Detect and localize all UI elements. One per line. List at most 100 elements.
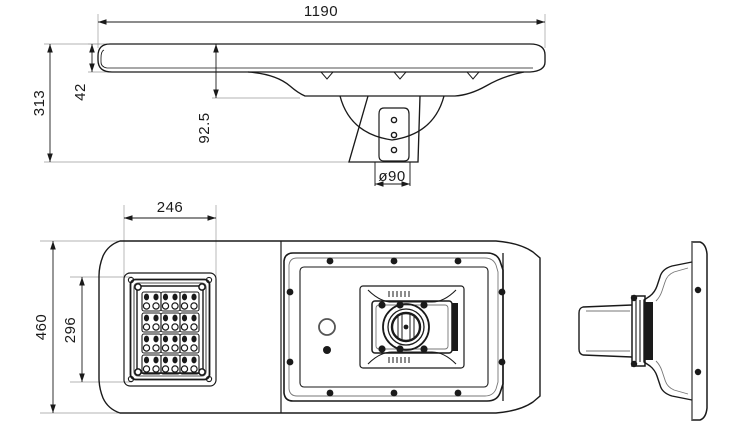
- side-body-outline: [97, 43, 546, 73]
- dimension-460-label: 460: [33, 314, 50, 341]
- led-module: [179, 312, 200, 333]
- clamp-hatch-top: [388, 291, 410, 297]
- led-module-assembly: [123, 272, 217, 387]
- dimension-296: 296: [62, 277, 85, 382]
- led-gasket-frame: [123, 272, 217, 387]
- side-bracket-plate: [378, 107, 410, 162]
- dimension-296-label: 296: [62, 317, 79, 344]
- end-clamp-bolt-bottom: [630, 360, 638, 368]
- gasket-screw-top-1: [326, 257, 334, 265]
- gasket-screw-top-3: [454, 257, 462, 265]
- pole-bore-inner: [390, 311, 422, 343]
- side-housing-clips: [319, 71, 481, 80]
- gear-bay-assembly: [283, 252, 506, 402]
- housing-clip-3: [465, 71, 481, 80]
- clamp-bolt-br: [420, 345, 428, 353]
- dimension-460: 460: [33, 241, 56, 413]
- side-screw-r1: [498, 288, 506, 296]
- led-plate-outer: [129, 278, 211, 381]
- housing-clip-2: [392, 71, 408, 80]
- led-module: [160, 291, 181, 312]
- dimension-313-label: 313: [31, 90, 48, 117]
- end-housing-profile: [643, 261, 693, 401]
- led-module: [179, 354, 200, 375]
- gasket-screw-bottom-2: [390, 389, 398, 397]
- side-screws: [286, 288, 506, 366]
- end-housing-offset: [655, 267, 689, 395]
- side-screw-l2: [286, 358, 294, 366]
- bracket-bolt-hole-3: [390, 146, 398, 154]
- pole-mount-top-fillet: [367, 289, 457, 303]
- dimension-313: 313: [31, 44, 53, 162]
- led-module: [160, 312, 181, 333]
- pole-bore-center: [403, 324, 409, 330]
- gasket-screw-bottom-3: [454, 389, 462, 397]
- bracket-bolt-hole-1: [390, 116, 398, 124]
- pole-bore-outer: [382, 303, 430, 351]
- gear-bay-inner-offset: [288, 257, 499, 397]
- dimension-246-label: 246: [157, 199, 184, 216]
- dimension-1190-label: 1190: [304, 3, 338, 20]
- drain-dot: [323, 346, 331, 354]
- led-module: [179, 333, 200, 354]
- gear-bay-outer: [283, 252, 504, 402]
- end-elevation-view: [578, 241, 708, 421]
- led-plate-mid: [133, 282, 207, 377]
- end-clamp-bar: [645, 302, 653, 360]
- clamp-side-slot: [452, 303, 458, 351]
- led-plate-inner: [136, 285, 204, 374]
- side-elevation-view: 1190 313 42 92.5 ø90: [31, 3, 546, 187]
- bottom-plan-view: 246 460 296: [33, 199, 541, 414]
- pole-mount-bracket: [359, 285, 465, 369]
- led-module: [141, 312, 162, 333]
- end-rear-slab: [691, 241, 708, 421]
- gasket-screws-bottom: [326, 389, 462, 397]
- housing-clip-1: [319, 71, 335, 80]
- end-clamp-hatch: [635, 300, 641, 362]
- side-pole-entry-lines: [374, 162, 411, 186]
- pole-bore-hatch: [397, 314, 415, 340]
- side-screw-r2: [498, 358, 506, 366]
- dimension-246: 246: [124, 199, 216, 221]
- gasket-screws-top: [326, 257, 462, 265]
- gasket-screw-bottom-1: [326, 389, 334, 397]
- side-bracket-bolt-holes: [390, 116, 398, 154]
- clamp-hatch-bottom: [388, 357, 410, 363]
- side-screw-l1: [286, 288, 294, 296]
- side-lower-shroud: [247, 71, 525, 97]
- side-body-inner-line: [100, 49, 533, 69]
- dimension-92_5: 92.5: [196, 44, 219, 144]
- end-clamp-bolt-top: [630, 294, 638, 302]
- bottom-body-outline: [98, 240, 541, 414]
- side-mounting-arm: [348, 95, 421, 163]
- end-screw-top: [694, 286, 702, 294]
- clamp-bolt-tr: [420, 301, 428, 309]
- vent-circle: [318, 318, 336, 336]
- side-knuckle-dome: [339, 95, 445, 141]
- led-module: [179, 291, 200, 312]
- led-plate-screw-tr: [198, 283, 206, 291]
- led-plate-screw-br: [198, 368, 206, 376]
- led-module: [141, 291, 162, 312]
- gear-tray: [299, 266, 489, 388]
- clamp-bolt-bl: [378, 345, 386, 353]
- pole-bore-mid: [387, 308, 425, 346]
- dimension-1190: 1190: [98, 3, 545, 25]
- dimension-diameter-90-label: ø90: [378, 168, 405, 185]
- bracket-bolt-hole-2: [390, 131, 398, 139]
- gasket-screw-top-2: [390, 257, 398, 265]
- pole-mount-bottom-fillet: [367, 351, 457, 365]
- dimension-42-label: 42: [72, 83, 89, 101]
- end-mounting-spigot: [578, 304, 633, 358]
- pole-mount-outer-square: [359, 285, 465, 369]
- dimension-42: 42: [72, 44, 95, 101]
- dimension-diameter-90: ø90: [375, 168, 410, 187]
- led-plate-screw-tl: [134, 283, 142, 291]
- end-screw-bottom: [694, 368, 702, 376]
- led-plate-screw-bl: [134, 368, 142, 376]
- led-module: [141, 333, 162, 354]
- clamp-bolt-tl: [378, 301, 386, 309]
- dimension-92_5-label: 92.5: [196, 112, 213, 143]
